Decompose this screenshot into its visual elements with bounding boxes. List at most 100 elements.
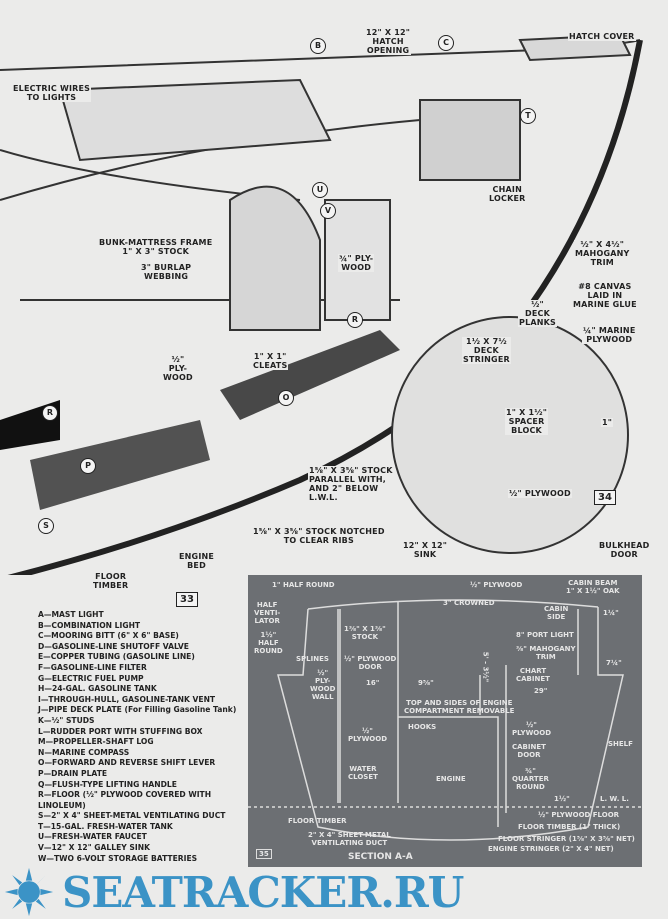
legend-item: L—RUDDER PORT WITH STUFFING BOX — [38, 726, 203, 736]
legend-item: M—PROPELLER-SHAFT LOG — [38, 737, 154, 747]
legend-item: N—MARINE COMPASS — [38, 747, 130, 757]
label-deck-planks: ½" DECK PLANKS — [518, 300, 558, 327]
label-bulkhead-door: BULKHEAD DOOR — [598, 541, 651, 559]
label-electric-wires: ELECTRIC WIRES TO LIGHTS — [12, 84, 92, 102]
bp-label-dim-1-5: 1½" — [554, 795, 570, 803]
bp-label-water-closet: WATER CLOSET — [348, 765, 378, 781]
bp-label-engine-stringer: ENGINE STRINGER (2" X 4" NET) — [488, 845, 614, 853]
label-spacer-block: 1" X 1½" SPACER BLOCK — [505, 408, 549, 435]
bp-label-shelf: SHELF — [608, 740, 633, 748]
callout-p: P — [80, 458, 96, 474]
label-stock-notched: 1⅝" X 3⅝" STOCK NOTCHED TO CLEAR RIBS — [252, 527, 386, 545]
bp-label-height-dim: 5' - 3½" — [481, 651, 490, 683]
bp-label-quarter-round: ¾" QUARTER ROUND — [512, 767, 549, 791]
legend-item: H—24-GAL. GASOLINE TANK — [38, 684, 157, 694]
figure-number-35: 35 — [256, 849, 272, 859]
bp-label-half-round-15: 1½" HALF ROUND — [254, 631, 283, 655]
label-plywood: ½" PLYWOOD — [508, 489, 572, 498]
bp-label-engine: ENGINE — [436, 775, 466, 783]
bp-label-duct: 2" X 4" SHEET-METAL VENTILATING DUCT — [308, 831, 391, 847]
bp-label-floor-stringer: FLOOR STRINGER (1⅝" X 3⅝" NET) — [498, 835, 635, 843]
label-ply-wood-34: ¾" PLY- WOOD — [338, 254, 375, 272]
bp-label-dim-7: 7¼" — [606, 659, 622, 667]
label-marine-plywood: ¼" MARINE PLYWOOD — [582, 326, 637, 344]
legend-item: B—COMBINATION LIGHT — [38, 620, 141, 630]
legend-item: R—FLOOR (½" PLYWOOD COVERED WITH LINOLEU… — [38, 790, 212, 810]
label-burlap: 3" BURLAP WEBBING — [140, 263, 193, 281]
legend-item: A—MAST LIGHT — [38, 610, 104, 619]
bp-label-dim-16: 16" — [366, 679, 380, 687]
bp-label-floor-timber: FLOOR TIMBER — [288, 817, 347, 825]
label-hatch-opening: 12" X 12" HATCH OPENING — [365, 28, 412, 55]
bp-label-plywood-left: ½" PLYWOOD — [348, 727, 388, 743]
bp-label-plywood-wall: ½" PLY- WOOD WALL — [310, 669, 336, 701]
bp-label-cabin-beam: CABIN BEAM 1" X 1½" OAK — [566, 579, 620, 595]
legend-item: Q—FLUSH-TYPE LIFTING HANDLE — [38, 779, 177, 789]
bp-caption: SECTION A-A — [348, 852, 413, 862]
bp-label-dim-29: 29" — [534, 687, 548, 695]
bp-label-cabin-side-dim: 1¼" — [603, 609, 619, 617]
bp-label-plywood-door: ½" PLYWOOD DOOR — [344, 655, 397, 671]
callout-c: C — [438, 35, 454, 51]
label-sink: 12" X 12" SINK — [402, 541, 449, 559]
bp-label-dim-9: 9⅝" — [418, 679, 434, 687]
bp-label-plywood-top: ½" PLYWOOD — [470, 581, 523, 589]
label-floor-timber: FLOOR TIMBER — [92, 572, 130, 590]
legend-item: T—15-GAL. FRESH-WATER TANK — [38, 821, 173, 831]
legend-item: C—MOORING BITT (6" X 6" BASE) — [38, 631, 179, 641]
section-blueprint: 1" HALF ROUND ½" PLYWOOD CABIN BEAM 1" X… — [248, 575, 642, 867]
label-ply-wood-half: ½" PLY- WOOD — [162, 355, 194, 382]
label-engine-bed: ENGINE BED — [178, 552, 216, 570]
bp-label-half-ventilator: HALF VENTI- LATOR — [254, 601, 281, 625]
bp-label-cabin-side: CABIN SIDE — [544, 605, 569, 621]
label-stock-parallel: 1⅝" X 3⅝" STOCK PARALLEL WITH, AND 2" BE… — [308, 466, 394, 502]
legend-item: W—TWO 6-VOLT STORAGE BATTERIES — [38, 853, 198, 863]
label-mahogany-trim: ½" X 4½" MAHOGANY TRIM — [574, 240, 631, 267]
blueprint-drawing — [248, 599, 642, 841]
legend-item: V—12" X 12" GALLEY SINK — [38, 843, 150, 853]
legend-item: S—2" X 4" SHEET-METAL VENTILATING DUCT — [38, 811, 226, 821]
label-one-inch: 1" — [601, 418, 614, 427]
sun-logo-icon — [4, 867, 54, 917]
callout-b: B — [310, 38, 326, 54]
callout-u: U — [312, 182, 328, 198]
legend-item: E—COPPER TUBING (GASOLINE LINE) — [38, 652, 195, 662]
bp-label-cabinet-door: CABINET DOOR — [512, 743, 546, 759]
legend-item: O—FORWARD AND REVERSE SHIFT LEVER — [38, 758, 216, 768]
bp-label-mahogany-trim: ⅜" MAHOGANY TRIM — [516, 645, 576, 661]
bp-label-floor-timber-thick: FLOOR TIMBER (1" THICK) — [518, 823, 621, 831]
watermark: SEATRACKER.RU — [62, 868, 464, 917]
legend-item: F—GASOLINE-LINE FILTER — [38, 662, 147, 672]
bp-label-port-light: 8" PORT LIGHT — [516, 631, 574, 639]
figure-number-34: 34 — [594, 490, 616, 505]
bp-label-half-round: 1" HALF ROUND — [272, 581, 335, 589]
figure-number-33: 33 — [176, 592, 198, 607]
boat-cutaway-illustration — [0, 33, 643, 575]
label-hatch-cover: HATCH COVER — [568, 32, 636, 41]
callout-s: S — [38, 518, 54, 534]
bp-label-stock: 1⅜" X 1⅜" STOCK — [344, 625, 386, 641]
label-cleats: 1" X 1" CLEATS — [252, 352, 289, 370]
callout-o: O — [278, 390, 294, 406]
legend-item: J—PIPE DECK PLATE (For Filling Gasoline … — [38, 705, 237, 715]
bp-label-engine-compartment: TOP AND SIDES OF ENGINE COMPARTMENT REMO… — [404, 699, 515, 715]
bp-label-crowned: 3" CROWNED — [443, 599, 495, 607]
label-bunk-frame: BUNK-MATTRESS FRAME 1" X 3" STOCK — [98, 238, 214, 256]
label-deck-stringer: 1½ X 7½ DECK STRINGER — [462, 337, 511, 364]
legend-item: G—ELECTRIC FUEL PUMP — [38, 673, 144, 683]
legend-item: P—DRAIN PLATE — [38, 768, 108, 778]
callout-t: T — [520, 108, 536, 124]
bp-label-chart-cabinet: CHART CABINET — [516, 667, 550, 683]
legend-item: K—½" STUDS — [38, 715, 95, 725]
bp-label-splines: SPLINES — [296, 655, 329, 663]
label-canvas: #8 CANVAS LAID IN MARINE GLUE — [572, 282, 638, 309]
legend-item: I—THROUGH-HULL, GASOLINE-TANK VENT — [38, 694, 216, 704]
bp-label-plywood-floor: ½" PLYWOOD FLOOR — [538, 811, 620, 819]
label-chain-locker: CHAIN LOCKER — [488, 185, 527, 203]
bp-label-lwl: L. W. L. — [600, 795, 629, 803]
bp-label-hooks: HOOKS — [408, 723, 437, 731]
bp-label-plywood-right: ½" PLYWOOD — [512, 721, 552, 737]
callout-r: R — [347, 312, 363, 328]
